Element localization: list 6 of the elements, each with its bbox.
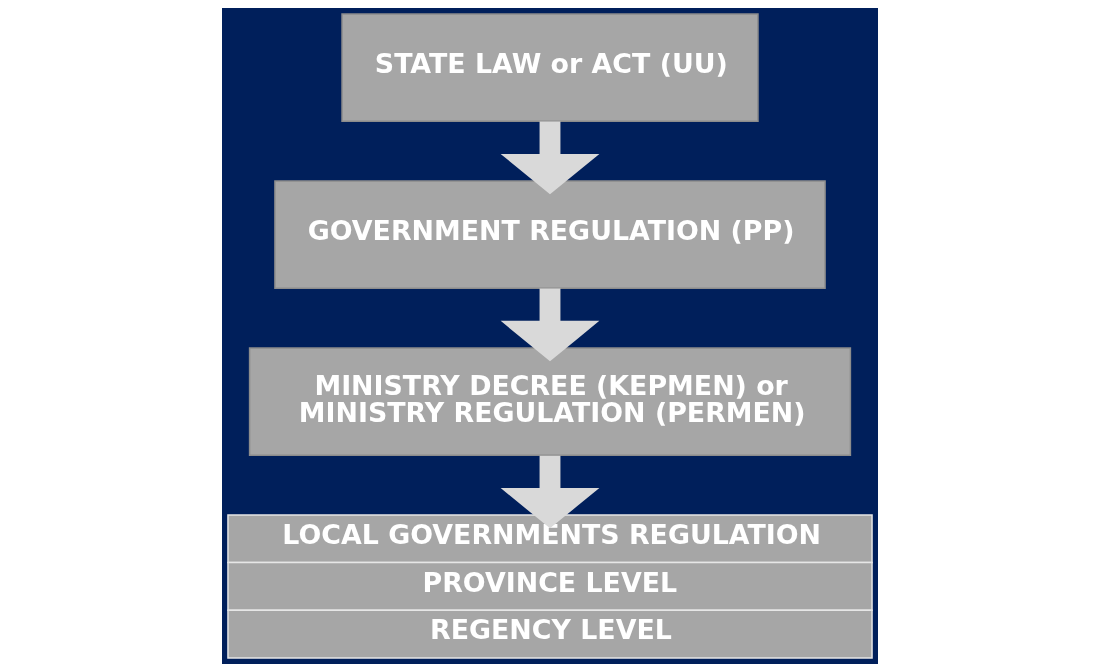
node-box: GOVERNMENT REGULATION (PP): [274, 180, 826, 290]
arrow: [500, 288, 600, 362]
node-box: MINISTRY DECREE (KEPMEN) or MINISTRY REGULATION (PERMEN): [248, 347, 852, 456]
node-box: STATE LAW or ACT (UU): [341, 13, 759, 123]
arrow: [500, 455, 600, 529]
arrow: [500, 121, 600, 195]
